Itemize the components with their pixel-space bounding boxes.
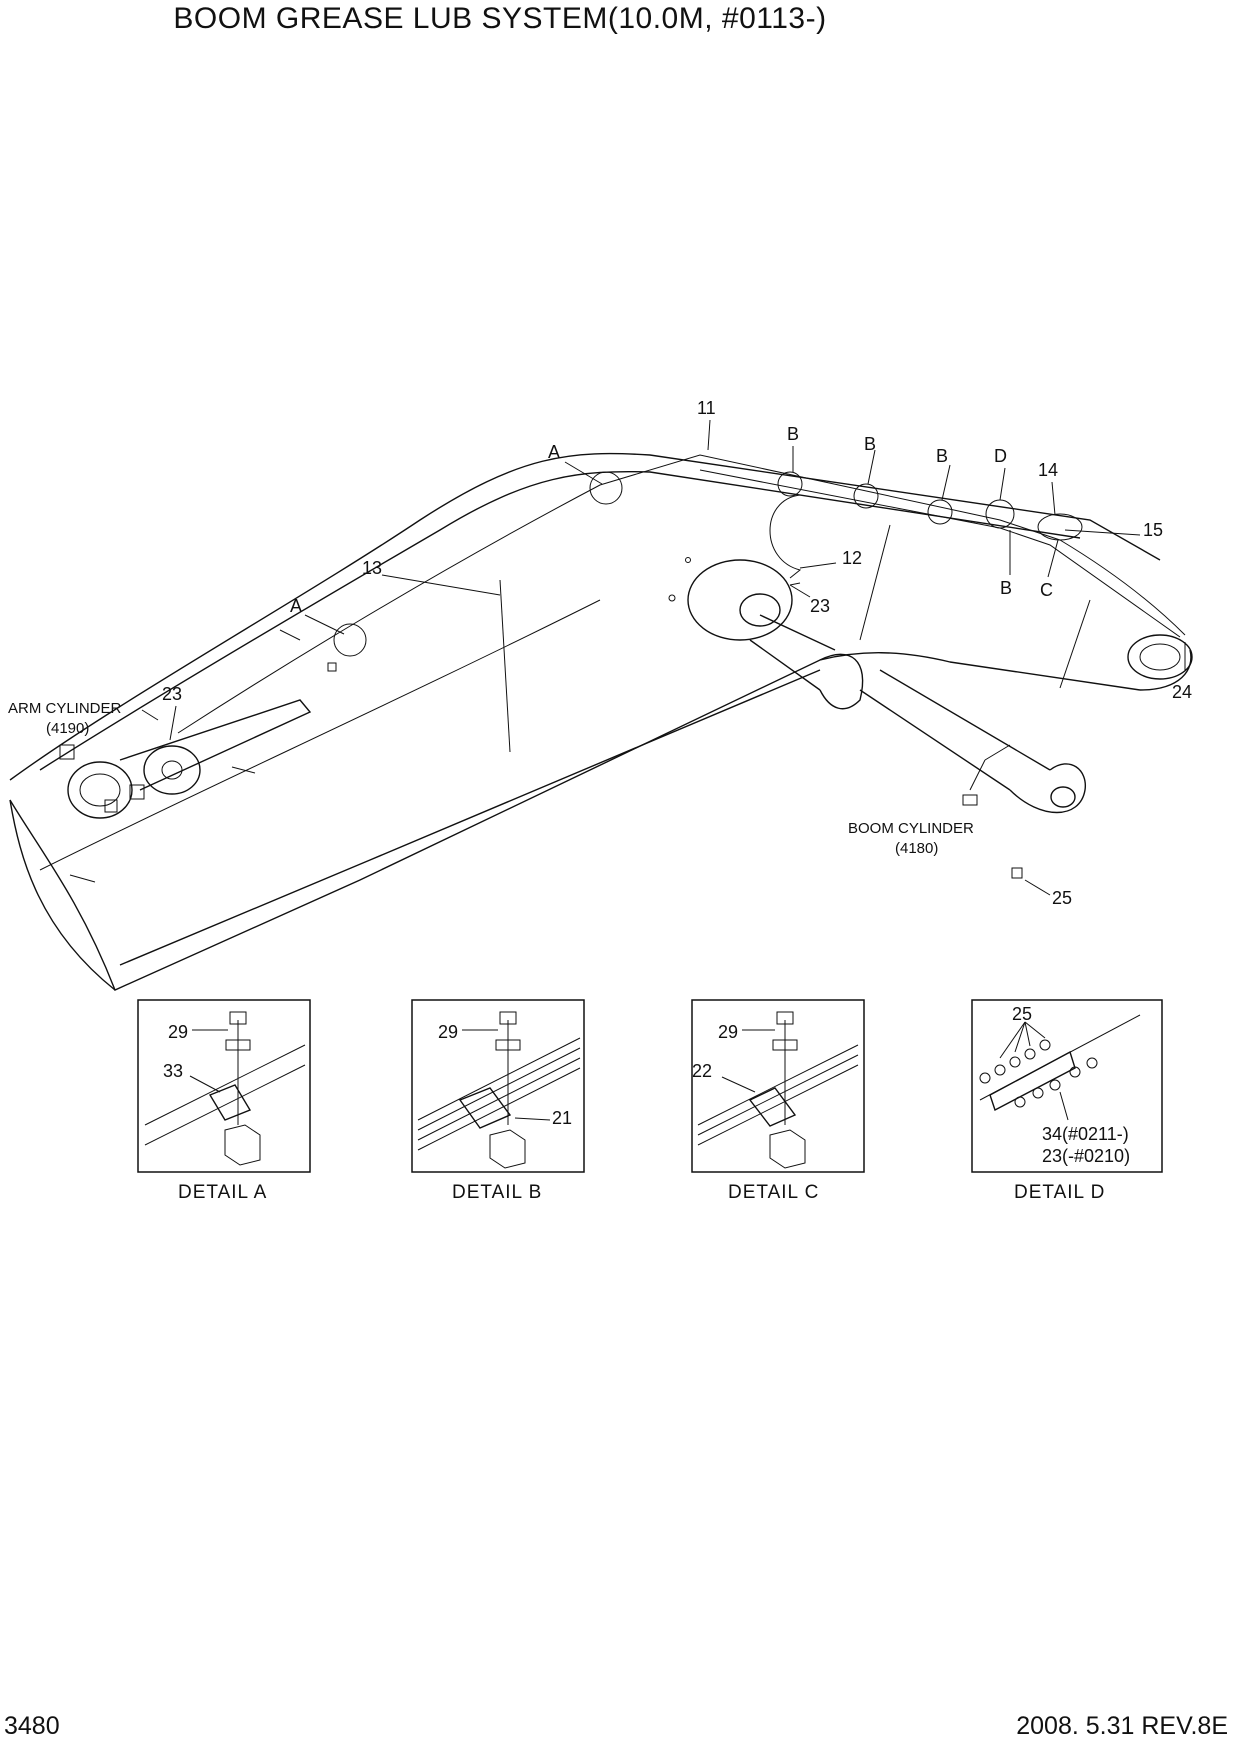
detail-c: 29 22 DETAIL C: [691, 999, 865, 1203]
arm-cylinder-label: ARM CYLINDER: [8, 700, 122, 717]
detail-a: 29 33 DETAIL A: [137, 999, 311, 1203]
callout-23a: 23: [810, 596, 830, 616]
page-number: 3480: [4, 1712, 60, 1740]
callout-12: 12: [842, 548, 862, 568]
callout-b3: B: [936, 446, 948, 466]
detail-a-clamp: 33: [163, 1061, 183, 1081]
callout-25: 25: [1052, 888, 1072, 908]
callout-b2: B: [864, 434, 876, 454]
detail-a-bolt: 29: [168, 1022, 188, 1042]
detail-a-caption: DETAIL A: [178, 1182, 267, 1203]
detail-c-clamp: 22: [692, 1061, 712, 1081]
grease-lines: [39, 454, 1186, 871]
callout-14: 14: [1038, 460, 1058, 480]
leader-lines: [169, 419, 1186, 896]
clamp-markers: [333, 471, 1083, 657]
detail-b-caption: DETAIL B: [452, 1182, 542, 1203]
detail-d-part2: 23(-#0210): [1042, 1146, 1130, 1166]
boom-cylinder-label: BOOM CYLINDER: [848, 820, 974, 837]
detail-d: 25 34(#0211-) 23(-#0210) DETAIL D: [971, 999, 1163, 1203]
callout-c: C: [1040, 580, 1053, 600]
callout-24: 24: [1172, 682, 1192, 702]
callout-23b: 23: [162, 684, 182, 704]
callouts: 11 B B B D 14 15 A 13 12 23 B C A 23 24 …: [162, 398, 1192, 908]
callout-15: 15: [1143, 520, 1163, 540]
page-title: BOOM GREASE LUB SYSTEM(10.0M, #0113-): [173, 2, 827, 35]
callout-d: D: [994, 446, 1007, 466]
callout-a1: A: [548, 442, 560, 462]
arm-cylinder-ref: (4190): [46, 720, 89, 737]
boom-body: [9, 452, 1193, 991]
callout-b1: B: [787, 424, 799, 444]
callout-11: 11: [697, 398, 716, 418]
detail-d-part1: 34(#0211-): [1042, 1124, 1129, 1144]
boom-cylinder: [749, 614, 1086, 879]
boom-cylinder-ref: (4180): [895, 840, 938, 857]
callout-a2: A: [290, 596, 302, 616]
detail-b-clamp: 21: [552, 1108, 572, 1128]
component-labels: ARM CYLINDER (4190) BOOM CYLINDER (4180): [8, 700, 974, 857]
revision-date: 2008. 5.31 REV.8E: [1016, 1712, 1228, 1740]
arm-pivot: [59, 629, 312, 883]
detail-b: 29 21 DETAIL B: [411, 999, 585, 1203]
callout-13: 13: [362, 558, 382, 578]
detail-d-caption: DETAIL D: [1014, 1182, 1105, 1203]
detail-c-bolt: 29: [718, 1022, 738, 1042]
detail-d-fittings: 25: [1012, 1004, 1032, 1024]
callout-b4: B: [1000, 578, 1012, 598]
detail-c-caption: DETAIL C: [728, 1182, 819, 1203]
detail-b-bolt: 29: [438, 1022, 458, 1042]
